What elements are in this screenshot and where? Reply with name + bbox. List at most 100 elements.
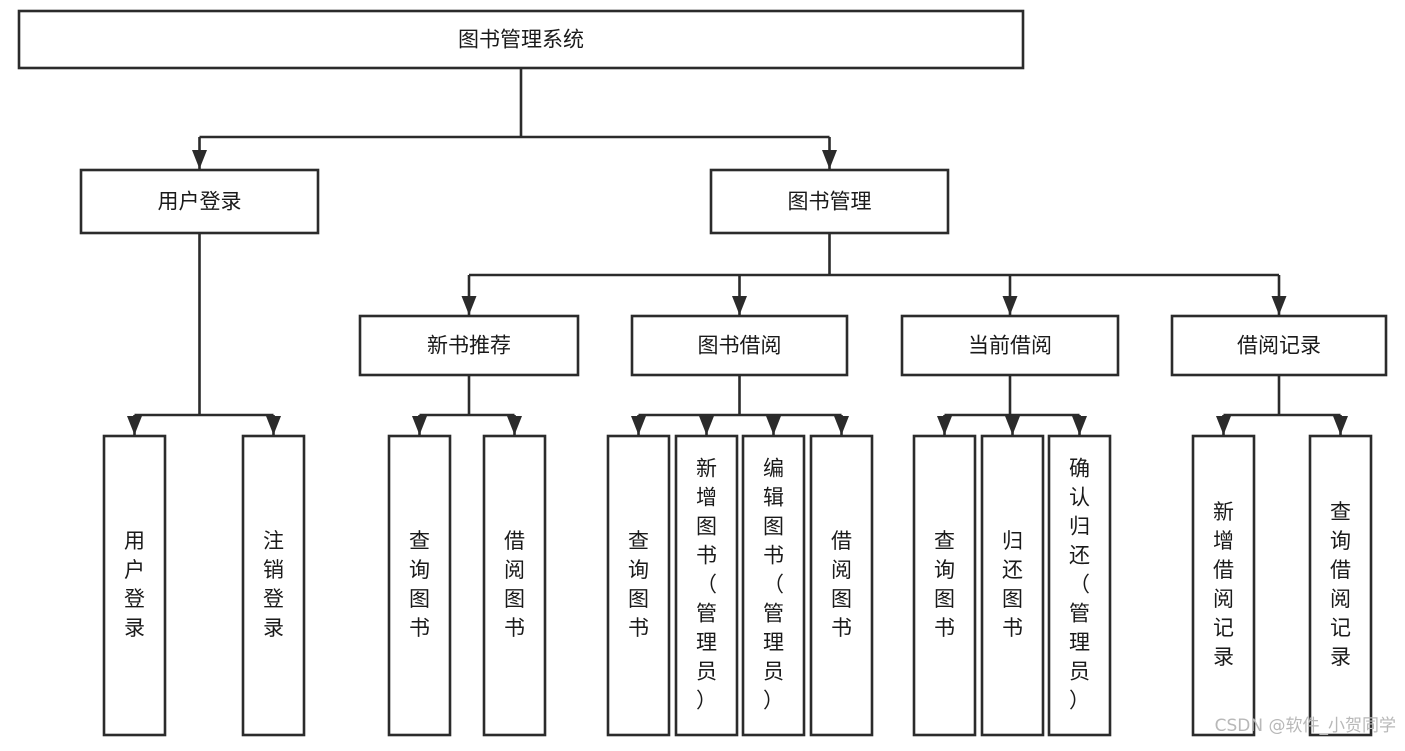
node-box-leaf-user-logout	[241, 434, 306, 737]
node-label-leaf-add-book: （	[696, 573, 717, 597]
node-label-leaf-query-book-borrow: 图	[628, 587, 649, 611]
arrow-icon-new-book-recommend	[461, 296, 477, 315]
node-label-leaf-user-logout: 销	[263, 558, 284, 582]
node-box-book-borrow	[630, 314, 849, 377]
node-label-leaf-borrow-book: 书	[831, 616, 852, 640]
node-box-leaf-add-borrow-record	[1191, 434, 1256, 737]
node-label-leaf-query-borrow-record: 记	[1330, 616, 1351, 640]
node-label-leaf-add-book: 图	[696, 515, 717, 539]
node-label-leaf-return-book: 图	[1002, 587, 1023, 611]
node-label-leaf-user-login: 录	[124, 616, 145, 640]
node-current-borrow[interactable]: 当前借阅	[900, 314, 1120, 377]
node-label-current-borrow: 当前借阅	[968, 334, 1052, 358]
arrow-icon-book-borrow	[732, 296, 747, 315]
node-label-leaf-return-book: 书	[1002, 616, 1023, 640]
node-label-new-book-recommend: 新书推荐	[427, 334, 511, 358]
node-label-leaf-add-book: 理	[696, 631, 717, 655]
node-label-leaf-query-borrow-record: 询	[1330, 529, 1351, 553]
node-label-leaf-add-book: 员	[696, 660, 717, 684]
node-box-new-book-recommend	[358, 314, 580, 377]
node-label-leaf-query-book-borrow: 查	[628, 529, 649, 553]
arrow-icon-leaf-user-login	[127, 416, 142, 435]
node-box-leaf-user-login	[102, 434, 167, 737]
node-label-leaf-borrow-book: 借	[831, 529, 852, 553]
arrow-icon-leaf-borrow-book	[834, 416, 849, 435]
node-label-leaf-query-book-borrow: 询	[628, 558, 649, 582]
arrow-icon-leaf-edit-book	[766, 416, 781, 435]
node-box-user-login	[79, 168, 320, 235]
node-label-leaf-confirm-return: 认	[1069, 486, 1090, 510]
node-label-leaf-confirm-return: ）	[1069, 689, 1090, 713]
node-label-leaf-return-book: 归	[1002, 529, 1023, 553]
node-box-leaf-confirm-return	[1047, 434, 1112, 737]
node-label-leaf-add-book: ）	[696, 689, 717, 713]
arrow-icon-leaf-query-borrow-record	[1333, 416, 1348, 435]
node-label-leaf-query-book-current: 书	[934, 616, 955, 640]
node-label-leaf-add-borrow-record: 记	[1213, 616, 1234, 640]
node-label-leaf-borrow-book-rec: 阅	[504, 558, 525, 582]
node-book-borrow[interactable]: 图书借阅	[630, 314, 849, 377]
node-label-leaf-confirm-return: 管	[1069, 602, 1090, 626]
node-label-leaf-user-login: 登	[124, 587, 145, 611]
node-box-current-borrow	[900, 314, 1120, 377]
node-leaf-user-login[interactable]: 用户登录	[102, 434, 167, 737]
node-user-login[interactable]: 用户登录	[79, 168, 320, 235]
node-label-leaf-confirm-return: 确	[1069, 457, 1090, 481]
node-borrow-record[interactable]: 借阅记录	[1170, 314, 1388, 377]
arrow-icon-leaf-return-book	[1005, 416, 1020, 435]
arrow-icon-book-management	[822, 150, 837, 169]
node-label-book-borrow: 图书借阅	[698, 334, 782, 358]
node-box-leaf-query-book-current	[912, 434, 977, 737]
node-root[interactable]: 图书管理系统	[17, 9, 1025, 70]
node-label-leaf-edit-book: （	[763, 573, 784, 597]
node-label-leaf-add-book: 管	[696, 602, 717, 626]
node-book-management[interactable]: 图书管理	[709, 168, 950, 235]
node-label-leaf-confirm-return: （	[1069, 573, 1090, 597]
node-box-leaf-edit-book	[741, 434, 806, 737]
node-label-leaf-borrow-book-rec: 图	[504, 587, 525, 611]
node-label-leaf-edit-book: 图	[763, 515, 784, 539]
node-label-leaf-edit-book: 员	[763, 660, 784, 684]
node-label-book-management: 图书管理	[788, 190, 872, 214]
node-label-leaf-add-borrow-record: 录	[1213, 645, 1234, 669]
node-label-leaf-edit-book: ）	[763, 689, 784, 713]
node-label-root: 图书管理系统	[458, 28, 584, 52]
node-label-leaf-query-book-rec: 查	[409, 529, 430, 553]
node-label-leaf-query-book-rec: 图	[409, 587, 430, 611]
node-label-leaf-query-borrow-record: 阅	[1330, 587, 1351, 611]
arrow-icon-leaf-query-book-borrow	[631, 416, 646, 435]
edges-layer	[127, 68, 1348, 435]
node-label-leaf-confirm-return: 理	[1069, 631, 1090, 655]
node-label-leaf-query-book-borrow: 书	[628, 616, 649, 640]
node-label-leaf-borrow-book-rec: 书	[504, 616, 525, 640]
node-label-leaf-borrow-book: 阅	[831, 558, 852, 582]
node-label-leaf-query-book-rec: 询	[409, 558, 430, 582]
arrow-icon-user-login	[192, 150, 207, 169]
node-label-leaf-query-book-rec: 书	[409, 616, 430, 640]
arrow-icon-leaf-confirm-return	[1072, 416, 1087, 435]
node-label-leaf-add-borrow-record: 新	[1213, 500, 1234, 524]
arrow-icon-borrow-record	[1271, 296, 1287, 315]
node-label-leaf-query-borrow-record: 查	[1330, 500, 1351, 524]
arrow-icon-leaf-add-borrow-record	[1216, 416, 1231, 435]
node-box-root	[17, 9, 1025, 70]
node-label-leaf-query-book-current: 图	[934, 587, 955, 611]
node-label-leaf-edit-book: 编	[763, 457, 784, 481]
node-box-leaf-query-book-borrow	[606, 434, 671, 737]
node-box-book-management	[709, 168, 950, 235]
node-label-leaf-confirm-return: 还	[1069, 544, 1090, 568]
node-new-book-recommend[interactable]: 新书推荐	[358, 314, 580, 377]
